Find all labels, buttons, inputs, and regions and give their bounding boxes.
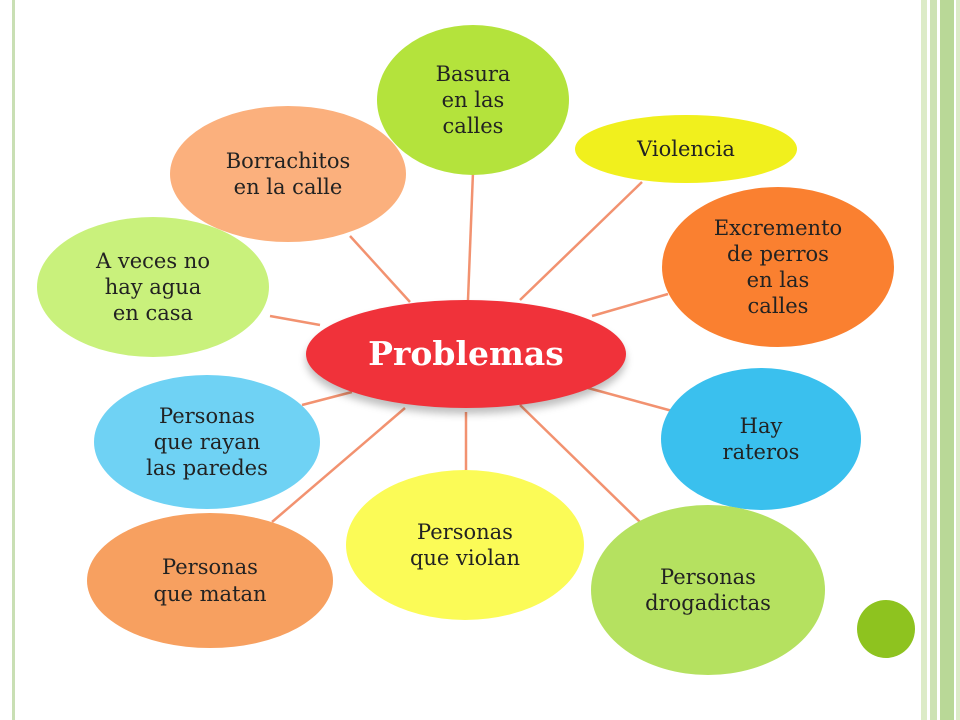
decorative-green-dot: [857, 600, 915, 658]
node-label: A veces no hay agua en casa: [96, 248, 210, 326]
node-personas-que-violan: Personas que violan: [346, 470, 584, 620]
center-node-problemas: Problemas: [306, 300, 626, 408]
node-a-veces-no-hay-agua: A veces no hay agua en casa: [37, 217, 269, 357]
node-label: Personas que matan: [153, 555, 267, 606]
node-personas-que-matan: Personas que matan: [87, 513, 333, 648]
node-label: Borrachitos en la calle: [225, 148, 351, 199]
node-excremento-de-perros: Excremento de perros en las calles: [662, 187, 894, 347]
node-personas-que-rayan: Personas que rayan las paredes: [94, 375, 320, 509]
node-label: Excremento de perros en las calles: [713, 215, 843, 319]
connector-drogadictas: [519, 404, 641, 523]
connector-basura: [466, 171, 475, 301]
node-borrachitos-en-la-calle: Borrachitos en la calle: [170, 106, 406, 242]
node-label: Personas que violan: [409, 519, 521, 570]
node-label: Personas que rayan las paredes: [146, 403, 268, 481]
connector-rateros: [587, 386, 677, 414]
left-frame-line: [12, 0, 15, 720]
center-label: Problemas: [368, 334, 564, 374]
node-personas-drogadictas: Personas drogadictas: [591, 505, 825, 675]
right-frame-stripe: [956, 0, 960, 720]
node-label: Violencia: [637, 136, 735, 161]
connector-excremento: [591, 292, 669, 318]
connector-violencia: [519, 181, 643, 301]
right-frame-stripe: [921, 0, 927, 720]
connector-borrachitos: [349, 235, 411, 303]
right-frame-stripe: [940, 0, 954, 720]
right-frame-stripe: [930, 0, 937, 720]
node-label: Hay rateros: [722, 413, 800, 464]
connector-rayan: [301, 390, 353, 407]
node-label: Basura en las calles: [435, 61, 511, 139]
connector-matan: [271, 407, 406, 523]
node-violencia: Violencia: [575, 115, 797, 183]
node-basura-en-las-calles: Basura en las calles: [377, 25, 569, 175]
node-label: Personas drogadictas: [645, 564, 771, 615]
connector-agua: [269, 314, 321, 327]
node-hay-rateros: Hay rateros: [661, 368, 861, 510]
